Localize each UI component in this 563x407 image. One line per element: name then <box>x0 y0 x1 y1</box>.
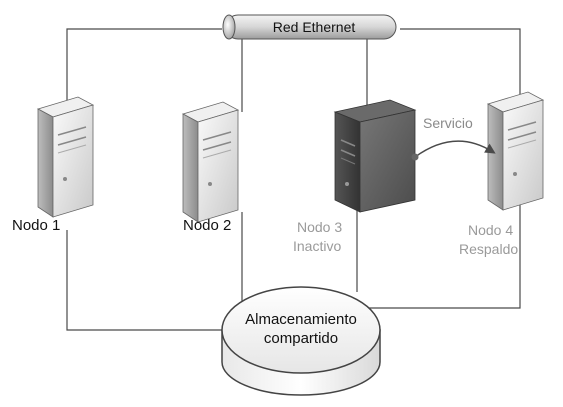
link-node1-network <box>66 28 222 108</box>
service-failover-arrow: Servicio <box>411 115 496 161</box>
shared-storage-disk: Almacenamiento compartido <box>221 286 381 396</box>
link-node1-storage <box>66 230 232 331</box>
server-icon <box>36 96 95 218</box>
node-3-label: Nodo 3 <box>297 219 342 235</box>
link-node4-storage <box>362 200 521 309</box>
server-icon <box>181 101 240 223</box>
node-4-label: Nodo 4 <box>468 222 513 238</box>
server-node-3 <box>333 99 417 213</box>
node-4-status: Respaldo <box>459 241 518 257</box>
ethernet-pipe: Red Ethernet <box>222 14 397 40</box>
server-node-2 <box>181 101 240 223</box>
network-links <box>66 28 521 112</box>
server-node-1 <box>36 96 95 218</box>
storage-label-line2: compartido <box>264 330 338 347</box>
service-label: Servicio <box>423 115 473 131</box>
node-2-label: Nodo 2 <box>183 217 231 234</box>
server-icon <box>333 99 417 213</box>
network-label: Red Ethernet <box>273 19 356 35</box>
node-3-status: Inactivo <box>293 238 341 254</box>
storage-label-line1: Almacenamiento <box>245 311 357 328</box>
server-icon <box>486 91 545 211</box>
server-node-4 <box>486 91 545 211</box>
node-1-label: Nodo 1 <box>12 217 60 234</box>
link-node4-network <box>400 28 521 112</box>
